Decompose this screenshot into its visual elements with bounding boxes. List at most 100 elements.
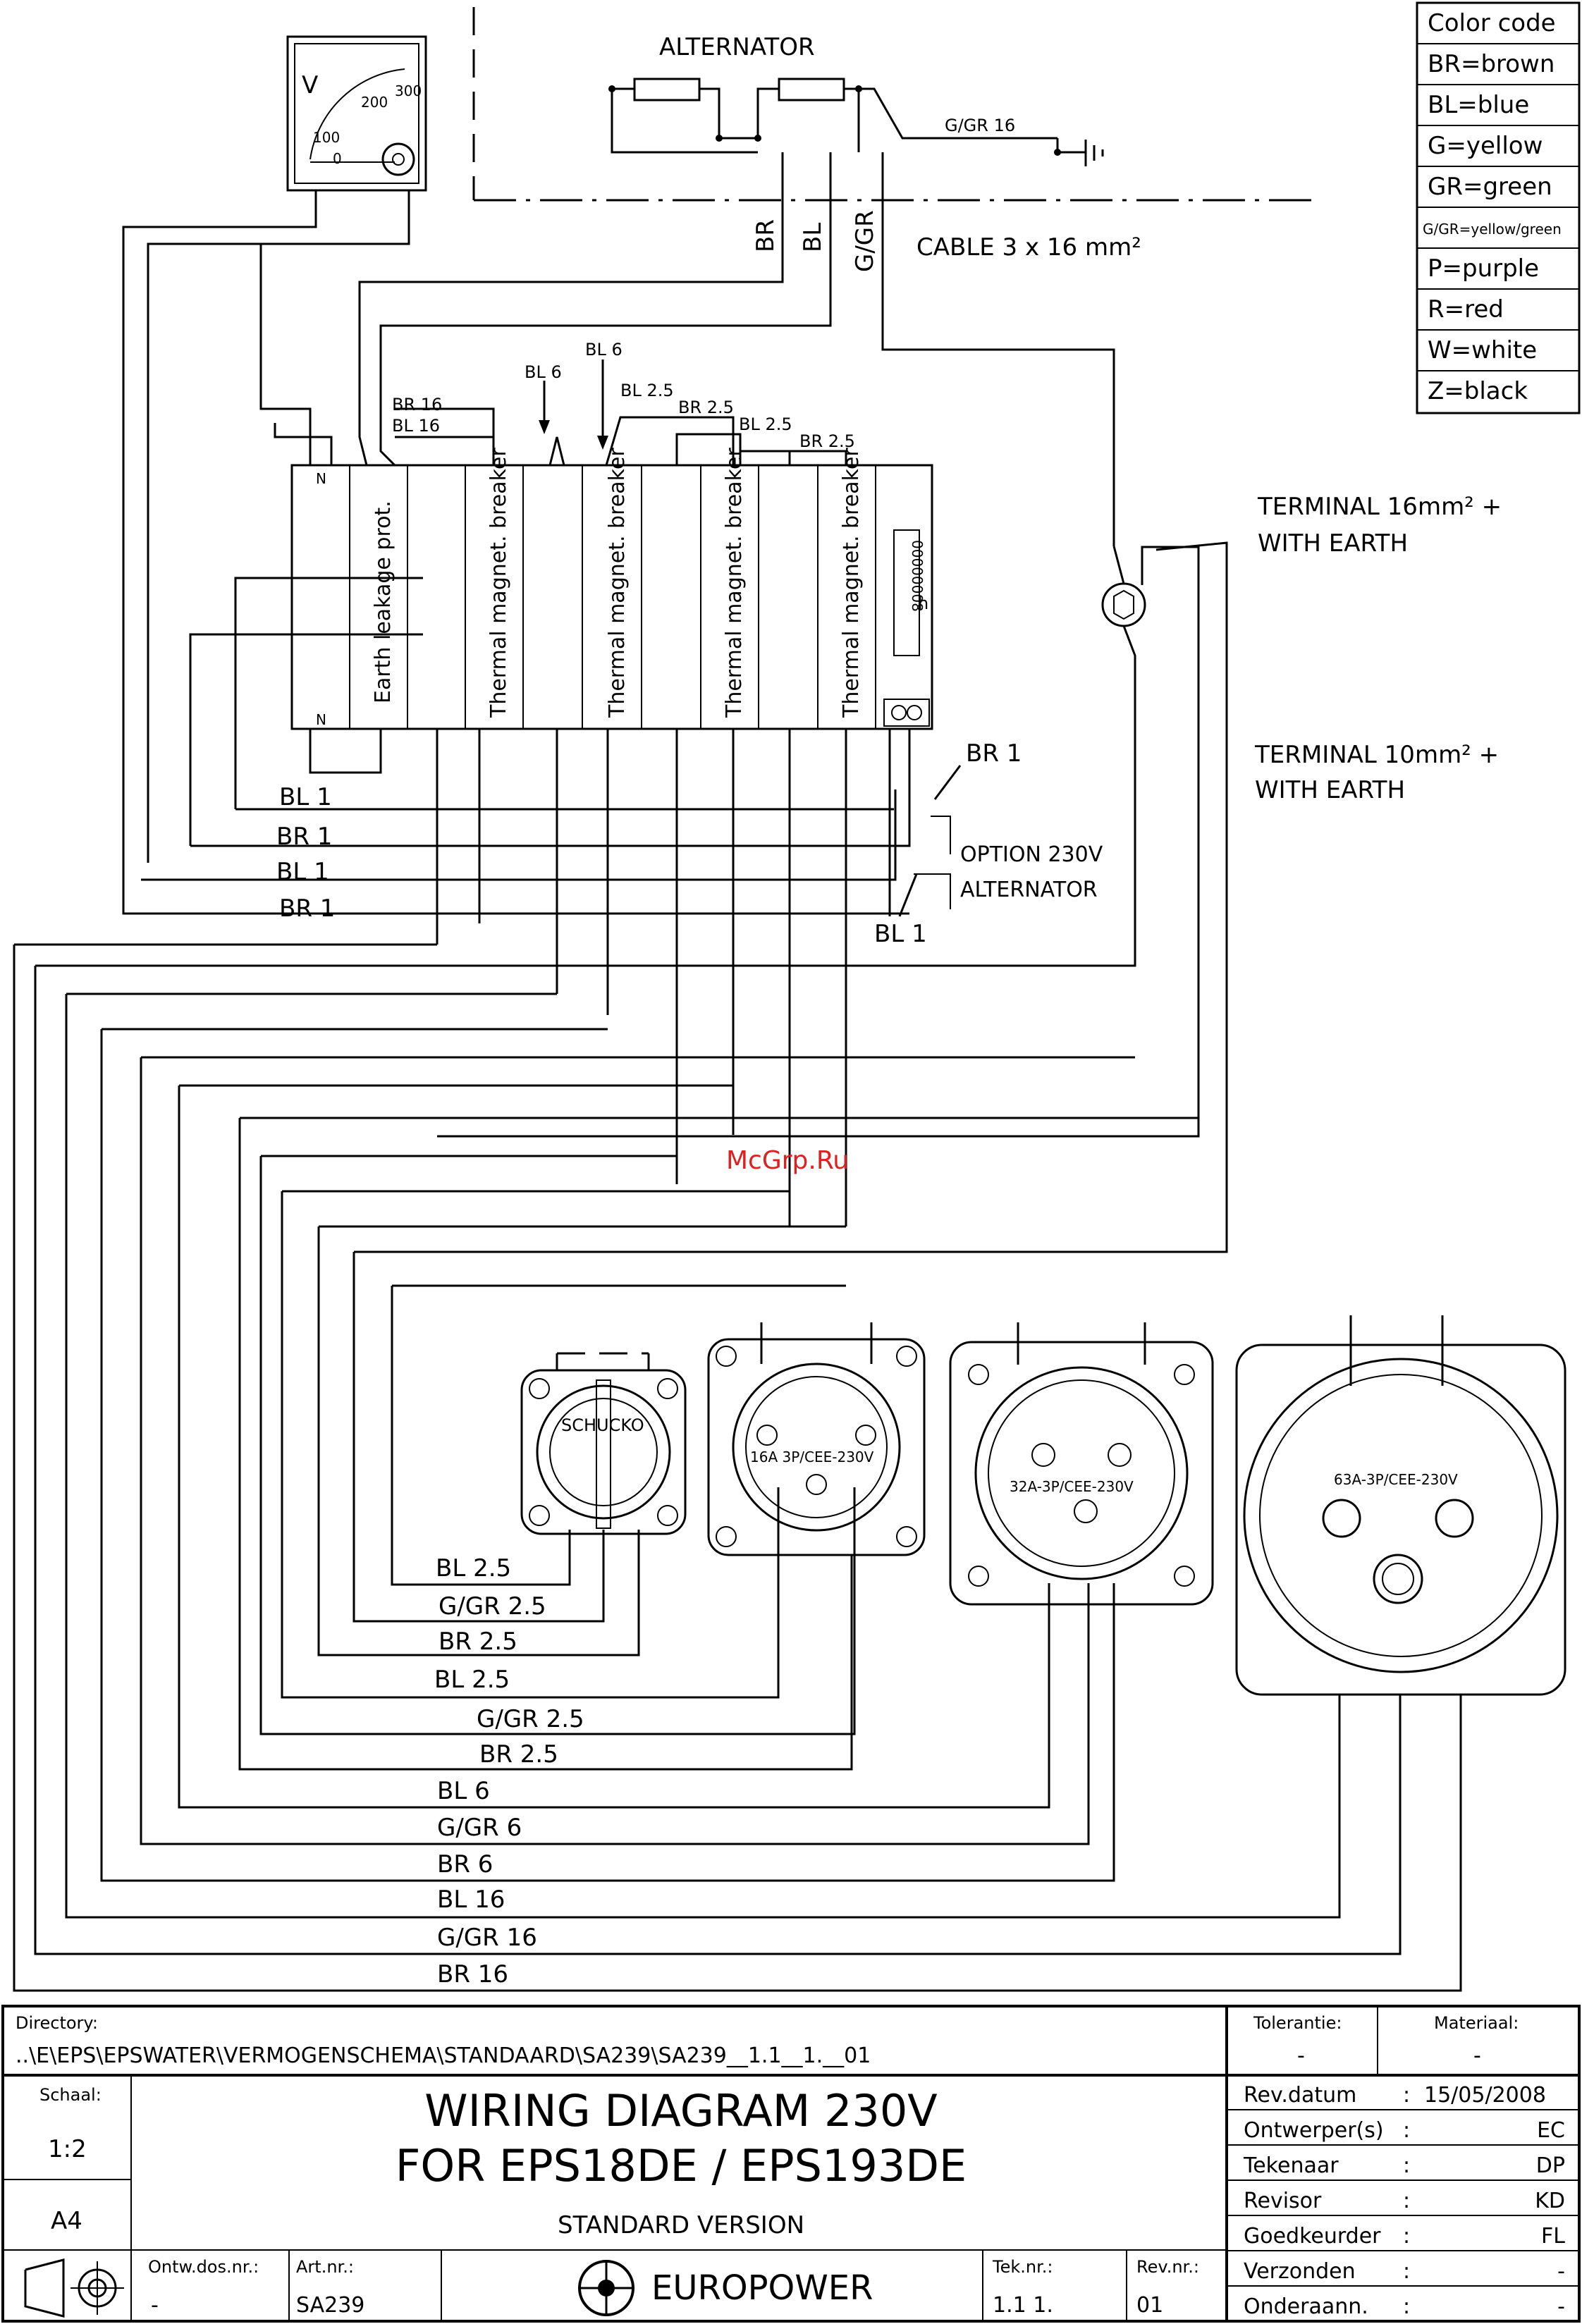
option-wire-label: BL 1 — [874, 920, 927, 948]
socket-63a: 63A-3P/CEE-230V — [1235, 1315, 1566, 1696]
option-label: ALTERNATOR — [960, 878, 1098, 902]
alternator-winding-1 — [633, 78, 701, 102]
svg-text::: : — [1403, 2083, 1410, 2108]
output-wire-label: BR 2.5 — [439, 1628, 517, 1656]
drawing-number-label: Tek.nr.: — [992, 2257, 1053, 2277]
left-wire-label: BL 1 — [276, 858, 329, 886]
watermark: McGrp.Ru — [726, 1146, 849, 1175]
socket-label: 32A-3P/CEE-230V — [1010, 1478, 1134, 1495]
terminal-block: TERMINAL 16mm² + WITH EARTH TERMINAL 10m… — [367, 493, 1502, 1253]
meta-value: FL — [1541, 2224, 1565, 2249]
top-wire-label: BL 6 — [525, 362, 562, 382]
material-value: - — [1473, 2043, 1481, 2068]
cable-bl-label: BL — [799, 223, 827, 252]
meta-value: EC — [1537, 2118, 1565, 2143]
color-code-entry: G=yellow — [1428, 132, 1543, 160]
left-wire-label: BR 1 — [276, 823, 332, 851]
projection-symbol-icon — [24, 2258, 65, 2318]
voltmeter-knob-icon — [381, 142, 415, 176]
meta-value: 15/05/2008 — [1424, 2083, 1546, 2108]
terminal-10-label: WITH EARTH — [1255, 776, 1405, 804]
paper-format: A4 — [51, 2207, 82, 2235]
revision-value: 01 — [1136, 2293, 1163, 2318]
hour-counter-terminal — [883, 699, 930, 727]
directory-label: Directory: — [16, 2013, 98, 2033]
drawing-title: FOR EPS18DE / EPS193DE — [396, 2140, 967, 2191]
meta-label: Rev.datum — [1244, 2083, 1356, 2108]
alternator-earth-wire-label: G/GR 16 — [945, 116, 1015, 135]
alternator-winding-2 — [778, 78, 845, 102]
cable-br-label: BR — [752, 219, 780, 252]
design-file-value: - — [151, 2293, 159, 2318]
option-label: OPTION 230V — [960, 842, 1103, 867]
brand-name: EUROPOWER — [651, 2268, 873, 2308]
meta-value: KD — [1535, 2189, 1565, 2213]
output-wire-label: BL 2.5 — [434, 1666, 510, 1694]
color-code-title: Color code — [1428, 9, 1556, 37]
meta-label: Ontwerper(s) — [1244, 2118, 1384, 2143]
article-value: SA239 — [296, 2293, 364, 2318]
svg-text::: : — [1403, 2259, 1410, 2284]
left-wire-label: BL 1 — [279, 783, 332, 811]
neutral-label: N — [316, 470, 326, 487]
output-wire-harness: BL 2.5 G/GR 2.5 BR 2.5 BL 2.5 G/GR 2.5 B… — [13, 943, 1462, 1992]
top-wire-label: BL 2.5 — [739, 414, 792, 434]
color-code-table: Color code BR=brown BL=blue G=yellow GR=… — [1416, 1, 1581, 414]
color-code-entry: BL=blue — [1428, 91, 1529, 119]
top-wire-label: BL 2.5 — [620, 381, 674, 400]
meta-label: Revisor — [1244, 2189, 1322, 2213]
neutral-label: N — [316, 711, 326, 728]
material-label: Materiaal: — [1434, 2013, 1519, 2033]
socket-label: 63A-3P/CEE-230V — [1334, 1471, 1458, 1488]
top-wiring: BR 16 BL 16 BL 6 BL 6 BL 2.5 BR 2.5 BL 2… — [259, 244, 855, 467]
earth-leakage-label: Earth leakage prot. — [371, 500, 396, 703]
option-wire-label: BR 1 — [966, 739, 1022, 768]
hour-counter — [893, 529, 920, 656]
voltmeter-zero: 0 — [333, 150, 342, 167]
tolerance-value: - — [1297, 2043, 1305, 2068]
drawing-number-value: 1.1 1. — [993, 2293, 1053, 2318]
svg-text::: : — [1403, 2118, 1410, 2143]
hour-counter-digits: 00000008 — [909, 540, 926, 612]
svg-text::: : — [1403, 2224, 1410, 2249]
output-wire-label: BR 2.5 — [479, 1740, 558, 1769]
color-code-entry: BR=brown — [1428, 50, 1555, 78]
breaker-label: Thermal magnet. breaker — [605, 448, 630, 718]
meta-label: Goedkeurder — [1244, 2224, 1381, 2249]
breaker-label: Thermal magnet. breaker — [839, 448, 864, 718]
svg-text::: : — [1403, 2294, 1410, 2319]
color-code-entry: Z=black — [1428, 377, 1528, 405]
revision-label: Rev.nr.: — [1136, 2257, 1199, 2277]
output-wire-label: BL 16 — [437, 1886, 505, 1914]
meta-value: - — [1557, 2259, 1565, 2284]
tolerance-label: Tolerantie: — [1253, 2013, 1342, 2033]
directory-path: ..\E\EPS\EPSWATER\VERMOGENSCHEMA\STANDAA… — [16, 2043, 871, 2068]
voltmeter-unit: V — [302, 71, 318, 99]
top-wire-label: BL 6 — [585, 340, 623, 359]
output-wire-label: BR 16 — [437, 1960, 508, 1988]
top-wire-label: BL 16 — [392, 416, 440, 436]
socket-16a: 16A 3P/CEE-230V — [707, 1322, 926, 1556]
top-wire-label: BR 2.5 — [678, 398, 734, 417]
left-wire-label: BR 1 — [279, 894, 335, 923]
top-wire-label: BR 16 — [392, 395, 442, 414]
output-wire-label: G/GR 16 — [437, 1924, 537, 1952]
meta-label: Tekenaar — [1243, 2153, 1339, 2178]
design-file-label: Ontw.dos.nr.: — [148, 2257, 259, 2277]
output-wire-label: G/GR 6 — [437, 1814, 522, 1842]
scale-value: 1:2 — [48, 2135, 87, 2163]
terminal-16-label: TERMINAL 16mm² + — [1257, 493, 1502, 521]
socket-32a: 32A-3P/CEE-230V — [949, 1322, 1214, 1606]
breaker-panel: N N Earth leakage prot. Thermal magnet. … — [290, 448, 933, 730]
output-wire-label: BL 6 — [437, 1777, 490, 1805]
drawing-title: WIRING DIAGRAM 230V — [424, 2085, 937, 2137]
scale-label: Schaal: — [39, 2085, 102, 2105]
voltmeter-tick: 100 — [313, 129, 340, 146]
socket-label: 16A 3P/CEE-230V — [750, 1449, 874, 1465]
color-code-entry: GR=green — [1428, 173, 1552, 201]
alternator-section: ALTERNATOR G/GR 16 CABLE 3 x 16 mm² BR B… — [358, 7, 1318, 546]
breaker-label: Thermal magnet. breaker — [722, 448, 747, 718]
output-wire-label: G/GR 2.5 — [477, 1705, 584, 1733]
terminal-10-label: TERMINAL 10mm² + — [1254, 741, 1499, 769]
